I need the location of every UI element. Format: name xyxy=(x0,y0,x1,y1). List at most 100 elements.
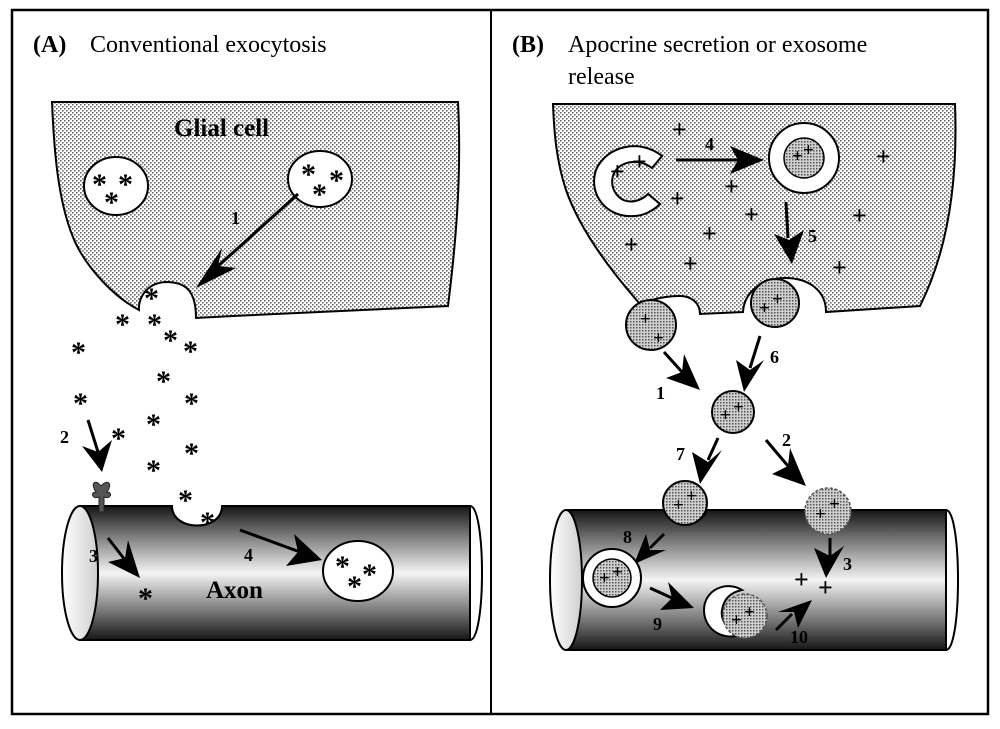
vesicle-right-a xyxy=(287,150,353,208)
svg-text:*: * xyxy=(118,168,133,201)
step-label-2-a: 2 xyxy=(60,427,69,447)
svg-text:+: + xyxy=(683,249,698,278)
svg-text:+: + xyxy=(624,230,639,259)
arrow-1-a xyxy=(196,192,300,288)
svg-text:*: * xyxy=(329,164,344,197)
svg-text:+: + xyxy=(744,200,759,229)
svg-text:*: * xyxy=(335,550,350,583)
svg-text:*: * xyxy=(146,408,161,441)
free-exosome-plus-signs: + + xyxy=(720,397,744,426)
arrow-2-a xyxy=(82,419,112,472)
step-label-8-b: 8 xyxy=(623,527,632,547)
svg-text:+: + xyxy=(794,565,809,594)
svg-text:+: + xyxy=(852,201,867,230)
panel-b: (B) Apocrine secretion or exosome releas… xyxy=(512,32,959,651)
mvb-fusion-b xyxy=(750,278,800,328)
svg-text:+: + xyxy=(724,172,739,201)
svg-text:*: * xyxy=(71,336,86,369)
step-label-9-b: 9 xyxy=(653,614,662,634)
arrow-3-a xyxy=(106,537,140,578)
svg-text:+: + xyxy=(733,397,744,418)
panel-b-title-line2: release xyxy=(568,64,635,90)
docking-exosome-plus-signs: + + xyxy=(673,486,697,516)
svg-text:+: + xyxy=(876,142,891,171)
vesicle-left-a xyxy=(83,156,149,216)
svg-text:*: * xyxy=(73,387,88,420)
degrading-exosome-plus-signs: + + xyxy=(731,602,755,631)
arrow-4-a xyxy=(239,528,322,566)
svg-text:+: + xyxy=(818,573,833,602)
endosome-plus-signs: + + xyxy=(599,562,623,589)
axon-star: * xyxy=(138,582,153,615)
svg-text:*: * xyxy=(92,168,107,201)
endosome-core-b xyxy=(592,558,632,598)
autophagosome-plus-signs: + + xyxy=(792,140,814,167)
svg-text:+: + xyxy=(792,146,803,167)
step-label-2-b: 2 xyxy=(782,430,791,450)
svg-text:+: + xyxy=(759,298,770,319)
svg-text:*: * xyxy=(146,454,161,487)
arrow-4-b xyxy=(676,146,764,174)
panel-b-title-line1: Apocrine secretion or exosome xyxy=(568,32,867,58)
vesicle-left-stars: * * * xyxy=(92,168,133,219)
cytoplasm-plus-signs-b: + + + + + + + + + + + + xyxy=(610,115,891,282)
degrading-exosome-b xyxy=(722,593,768,639)
svg-text:+: + xyxy=(702,219,717,248)
panel-a-letter: (A) xyxy=(33,32,66,58)
arrow-8-b xyxy=(634,532,666,564)
svg-text:+: + xyxy=(815,504,826,525)
arrow-10-b xyxy=(774,600,812,632)
apocrine-bleb-b xyxy=(625,299,677,351)
axon-a xyxy=(61,505,483,641)
svg-text:+: + xyxy=(720,405,731,426)
phagophore-b xyxy=(593,145,664,218)
step-label-4-b: 4 xyxy=(705,134,714,154)
released-molecules-a: * * * * * * * * * * * * * * xyxy=(71,282,199,517)
svg-text:+: + xyxy=(610,157,625,186)
panel-b-letter: (B) xyxy=(512,32,544,58)
step-label-1-a: 1 xyxy=(231,208,240,228)
lysing-exosome-b xyxy=(804,487,852,535)
svg-text:*: * xyxy=(115,308,130,341)
svg-text:+: + xyxy=(672,115,687,144)
svg-text:*: * xyxy=(362,558,377,591)
docking-exosome-b xyxy=(662,480,708,526)
svg-text:*: * xyxy=(183,335,198,368)
svg-text:+: + xyxy=(772,289,783,310)
arrow-3-b xyxy=(814,538,844,578)
panel-a: (A) Conventional exocytosis Glial cell *… xyxy=(33,32,483,641)
panel-a-title: Conventional exocytosis xyxy=(90,32,327,58)
svg-text:*: * xyxy=(156,365,171,398)
step-label-4-a: 4 xyxy=(244,545,253,565)
arrow-6-b xyxy=(736,335,764,392)
arrow-7-b xyxy=(692,437,722,484)
outer-frame xyxy=(10,8,990,716)
receptor-icon xyxy=(91,481,112,513)
arrow-1-b xyxy=(662,350,700,390)
mvb-plus-signs: + + xyxy=(759,289,783,319)
axon-label-a: Axon xyxy=(206,577,263,604)
svg-text:+: + xyxy=(640,309,651,330)
svg-text:+: + xyxy=(686,486,697,507)
lysing-exosome-plus-signs: + + xyxy=(815,494,840,525)
svg-text:*: * xyxy=(147,308,162,341)
svg-text:+: + xyxy=(744,602,755,623)
step-label-6-b: 6 xyxy=(770,347,779,367)
svg-text:*: * xyxy=(111,422,126,455)
svg-text:*: * xyxy=(184,437,199,470)
svg-text:+: + xyxy=(653,328,664,349)
svg-text:*: * xyxy=(144,282,159,315)
svg-text:+: + xyxy=(803,140,814,161)
free-exosome-b xyxy=(711,390,755,434)
bleb-plus-signs: + + xyxy=(640,309,664,349)
svg-text:*: * xyxy=(184,387,199,420)
step-label-7-b: 7 xyxy=(676,444,685,464)
autophagosome-core-b xyxy=(783,137,825,179)
svg-text:+: + xyxy=(731,610,742,631)
axon-dip-star: * xyxy=(200,506,215,539)
svg-text:+: + xyxy=(632,147,647,176)
step-label-3-a: 3 xyxy=(89,546,98,566)
svg-text:*: * xyxy=(312,178,327,211)
step-label-5-b: 5 xyxy=(808,226,817,246)
